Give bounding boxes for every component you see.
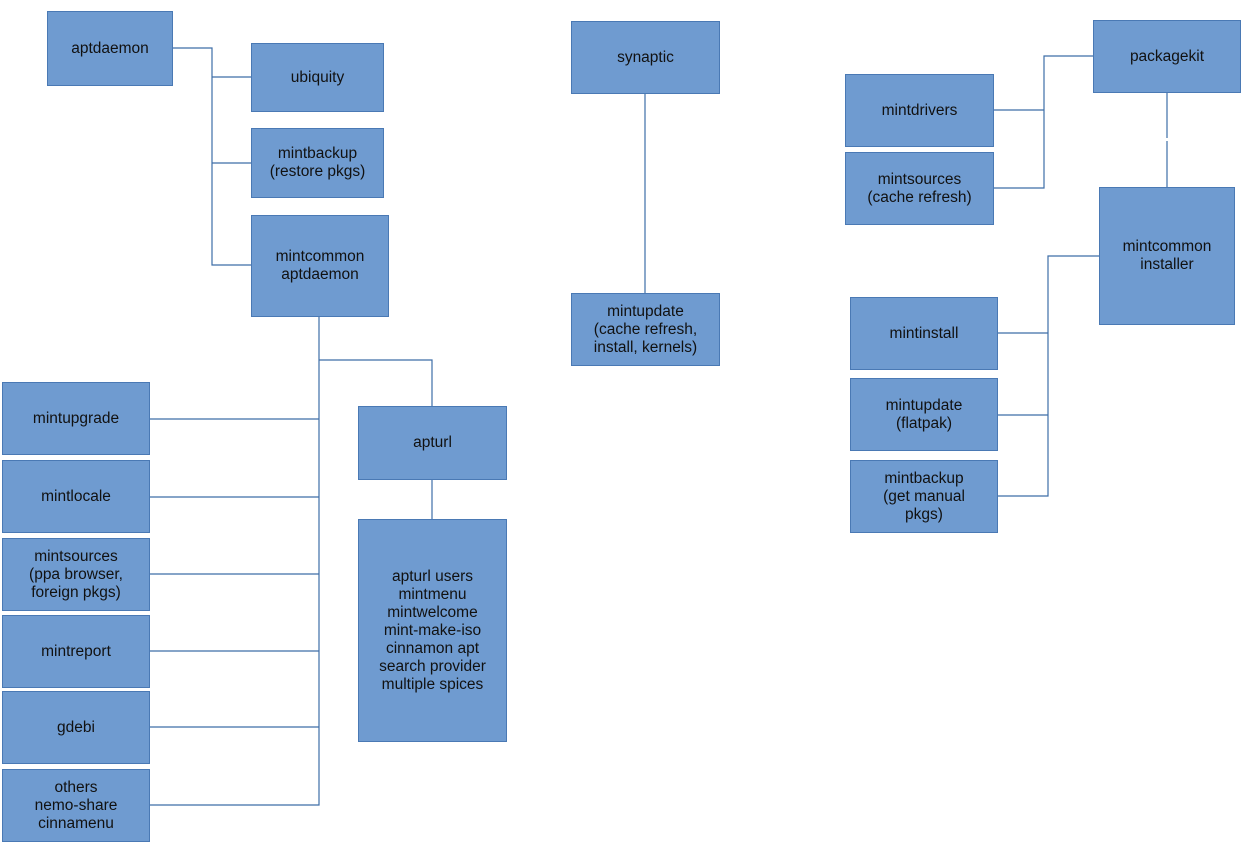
- connector-aptdaemon-trunk: [172, 47, 251, 266]
- node-mintreport[interactable]: mintreport: [2, 615, 150, 688]
- node-mintdrivers[interactable]: mintdrivers: [845, 74, 994, 147]
- connector-mintcommon-apturl: [319, 359, 433, 407]
- node-mintupdate-cache[interactable]: mintupdate (cache refresh, install, kern…: [571, 293, 720, 366]
- node-mintsources-ppa[interactable]: mintsources (ppa browser, foreign pkgs): [2, 538, 150, 611]
- node-mintcommon-installer[interactable]: mintcommon installer: [1099, 187, 1235, 325]
- connector-mintcommon-trunk: [150, 316, 320, 806]
- connector-packagekit-trunk: [993, 55, 1093, 189]
- node-apturl-users[interactable]: apturl users mintmenu mintwelcome mint-m…: [358, 519, 507, 742]
- node-apturl[interactable]: apturl: [358, 406, 507, 480]
- node-mintcommon-aptdaemon[interactable]: mintcommon aptdaemon: [251, 215, 389, 317]
- node-mintupgrade[interactable]: mintupgrade: [2, 382, 150, 455]
- node-others[interactable]: others nemo-share cinnamenu: [2, 769, 150, 842]
- node-gdebi[interactable]: gdebi: [2, 691, 150, 764]
- connector-installer-trunk: [998, 255, 1100, 497]
- node-mintsources-cache[interactable]: mintsources (cache refresh): [845, 152, 994, 225]
- node-mintbackup-restore[interactable]: mintbackup (restore pkgs): [251, 128, 384, 198]
- node-mintupdate-flatpak[interactable]: mintupdate (flatpak): [850, 378, 998, 451]
- node-mintinstall[interactable]: mintinstall: [850, 297, 998, 370]
- node-mintlocale[interactable]: mintlocale: [2, 460, 150, 533]
- node-mintbackup-manual[interactable]: mintbackup (get manual pkgs): [850, 460, 998, 533]
- node-ubiquity[interactable]: ubiquity: [251, 43, 384, 112]
- node-packagekit[interactable]: packagekit: [1093, 20, 1241, 93]
- node-aptdaemon[interactable]: aptdaemon: [47, 11, 173, 86]
- node-synaptic[interactable]: synaptic: [571, 21, 720, 94]
